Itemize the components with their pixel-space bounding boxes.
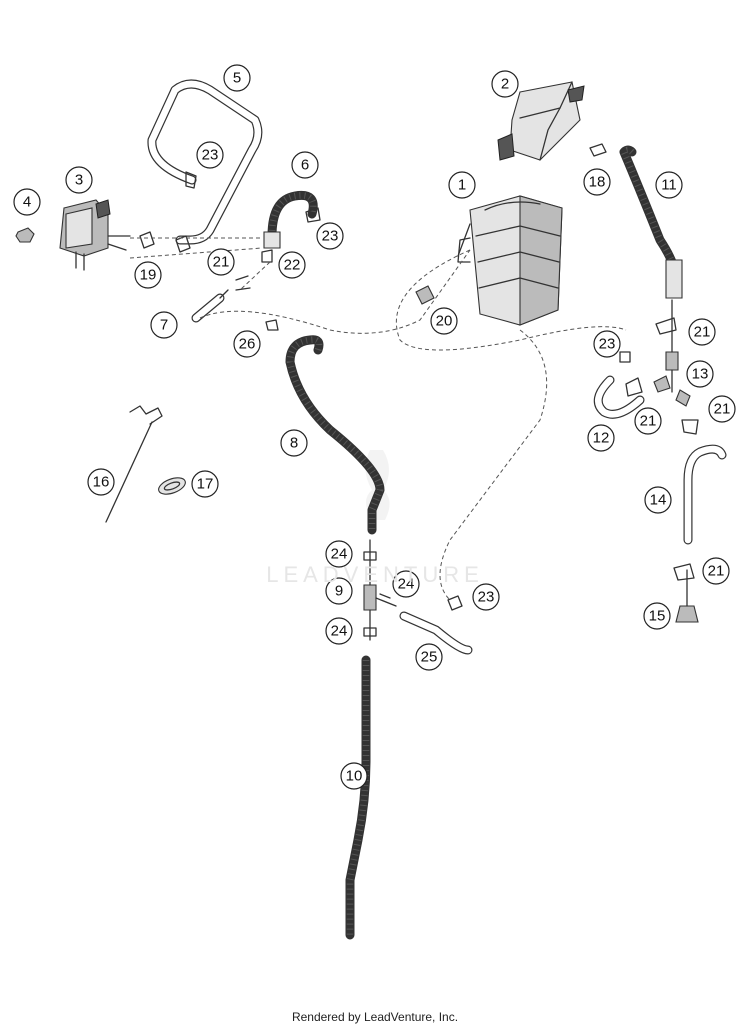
footer-credit: Rendered by LeadVenture, Inc. [291,1010,459,1024]
callout-label-24c: 24 [331,623,348,640]
callout-label-21c: 21 [640,413,657,430]
callout-4: 4 [13,188,41,216]
part-tie-16 [105,405,163,523]
callout-label-14: 14 [650,492,667,509]
callout-6: 6 [291,151,319,179]
callout-12: 12 [587,424,615,452]
callout-label-3: 3 [75,172,83,189]
part-clip-18 [589,143,607,157]
callout-19: 19 [134,261,162,289]
callout-21e: 21 [702,557,730,585]
callout-8: 8 [280,429,308,457]
callout-label-2: 2 [501,76,509,93]
part-hose-11 [619,145,683,299]
part-hose-8 [285,335,385,535]
callout-label-12: 12 [593,430,610,447]
callout-22: 22 [278,251,306,279]
callout-label-10: 10 [346,768,363,785]
callout-label-17: 17 [197,476,214,493]
callout-10: 10 [340,762,368,790]
callout-18: 18 [583,168,611,196]
callout-17: 17 [191,470,219,498]
callout-label-21e: 21 [708,563,725,580]
callout-label-24a: 24 [331,546,348,563]
callout-23b: 23 [316,222,344,250]
callout-13: 13 [686,360,714,388]
callout-5: 5 [223,64,251,92]
callout-21a: 21 [207,248,235,276]
callout-label-23a: 23 [202,147,219,164]
callout-label-21a: 21 [213,254,230,271]
part-hose-14 [683,444,727,545]
callout-label-23b: 23 [322,228,339,245]
callout-label-25: 25 [421,649,438,666]
callout-label-23c: 23 [599,336,616,353]
callout-24a: 24 [325,540,353,568]
part-cap-15 [675,569,699,623]
callout-label-21d: 21 [714,401,731,418]
part-valve [59,199,131,271]
callout-label-5: 5 [233,70,241,87]
callout-label-21b: 21 [694,324,711,341]
callout-25: 25 [415,643,443,671]
part-canister [457,195,563,326]
callout-label-16: 16 [93,474,110,491]
part-nut [15,227,35,243]
callout-label-8: 8 [290,435,298,452]
callout-21d: 21 [708,395,736,423]
callout-21b: 21 [688,318,716,346]
callout-label-15: 15 [649,608,666,625]
callout-15: 15 [643,602,671,630]
callout-23c: 23 [593,330,621,358]
callout-14: 14 [644,486,672,514]
part-grommet-17 [158,477,186,495]
callout-label-22: 22 [284,257,301,274]
callout-label-4: 4 [23,194,31,211]
part-hose-10 [345,655,371,940]
part-t-fitting [363,539,397,641]
callout-26: 26 [233,330,261,358]
callout-3: 3 [65,166,93,194]
callout-11: 11 [655,171,683,199]
part-bracket [497,81,585,161]
callout-label-26: 26 [239,336,256,353]
part-small-fittings [139,207,631,655]
callout-23a: 23 [196,141,224,169]
callout-1: 1 [448,171,476,199]
part-clamp-20 [415,285,435,305]
callout-label-19: 19 [140,267,157,284]
watermark-text: LEADVENTURE [266,562,484,587]
part-fitting-13 [653,299,691,407]
part-hose-6 [263,190,318,249]
callout-16: 16 [87,468,115,496]
callout-20: 20 [430,307,458,335]
callout-label-20: 20 [436,313,453,330]
callout-label-9: 9 [335,583,343,600]
callout-24b: 24 [392,570,420,598]
connection-lines [129,237,627,601]
callout-23d: 23 [472,583,500,611]
callout-label-7: 7 [160,317,168,334]
callout-label-13: 13 [692,366,709,383]
callout-label-11: 11 [661,177,677,194]
callout-label-18: 18 [589,174,606,191]
callout-9: 9 [325,577,353,605]
callout-label-1: 1 [458,177,466,194]
callout-label-6: 6 [301,157,309,174]
part-clamps-21 [235,275,699,581]
callout-2: 2 [491,70,519,98]
callout-24c: 24 [325,617,353,645]
callout-21c: 21 [634,407,662,435]
callout-label-23d: 23 [478,589,495,606]
part-hose-12 [593,375,645,419]
callout-7: 7 [150,311,178,339]
part-hose-7 [191,289,229,323]
part-hose-5 [147,79,263,245]
callout-label-24b: 24 [398,576,415,593]
